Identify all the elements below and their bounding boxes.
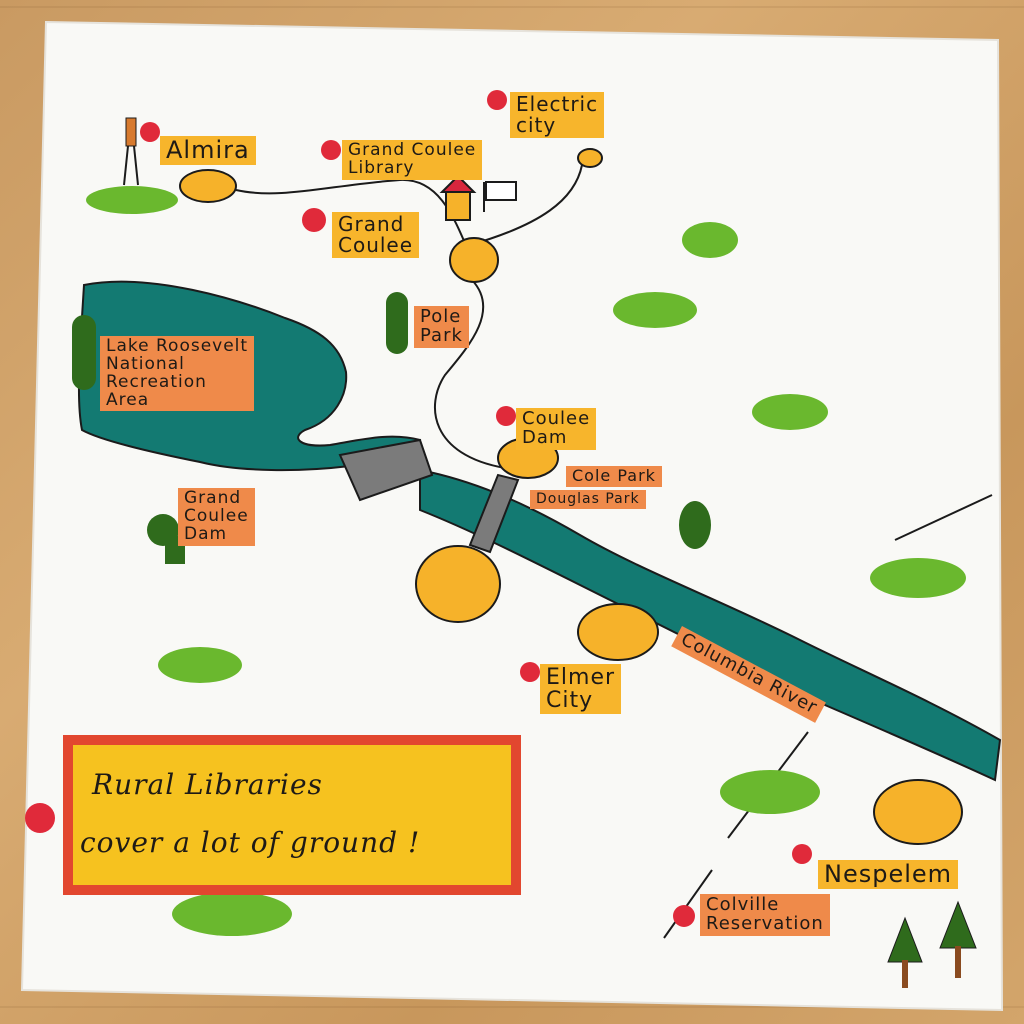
- grass-patch: [682, 222, 738, 258]
- library-building: [445, 189, 471, 221]
- location-marker: [496, 406, 516, 426]
- location-marker: [520, 662, 540, 682]
- wood-grain: [0, 6, 1024, 8]
- person-leg: [123, 145, 129, 186]
- flag: [485, 181, 517, 201]
- location-marker: [321, 140, 341, 160]
- boundary-line: [663, 869, 713, 939]
- label-almira: Almira: [160, 136, 256, 166]
- banner-line-2: cover a lot of ground !: [80, 826, 421, 859]
- tree: [72, 315, 96, 390]
- label-electric-city: Electric city: [510, 92, 605, 138]
- grass-patch: [870, 558, 966, 598]
- banner-box: [63, 735, 521, 895]
- tree: [679, 501, 711, 549]
- label-colville-reservation: Colville Reservation: [700, 894, 830, 936]
- town-elmer-city: [577, 603, 659, 661]
- dam-structure: [338, 438, 434, 502]
- columbia-river-water: [419, 468, 1002, 782]
- grass-patch: [172, 892, 292, 936]
- label-grand-coulee: Grand Coulee: [332, 212, 420, 258]
- banner-marker: [25, 803, 55, 833]
- grass-patch: [720, 770, 820, 814]
- person-figure: [125, 117, 137, 147]
- location-marker: [140, 122, 160, 142]
- grass-patch: [86, 186, 178, 214]
- road-electric-city: [469, 164, 583, 246]
- label-douglas-park: Douglas Park: [530, 490, 646, 509]
- bridge: [468, 473, 520, 554]
- boundary-line: [894, 494, 993, 541]
- road-coulee-dam: [433, 279, 506, 469]
- tree: [386, 292, 408, 354]
- pine-trunk: [955, 946, 961, 978]
- grass-patch: [752, 394, 828, 430]
- label-pole-park: Pole Park: [414, 306, 469, 348]
- road-almira: [235, 178, 471, 256]
- label-coulee-dam: Coulee Dam: [516, 408, 597, 450]
- town-almira: [179, 169, 237, 203]
- location-marker: [673, 905, 695, 927]
- location-marker: [792, 844, 812, 864]
- banner-line-1: Rural Libraries: [92, 768, 323, 801]
- label-grand-coulee-library: Grand Coulee Library: [342, 140, 483, 180]
- label-nespelem: Nespelem: [818, 860, 959, 890]
- pine-trunk: [902, 960, 908, 988]
- town-south: [415, 545, 501, 623]
- town-nespelem: [873, 779, 963, 845]
- grass-patch: [158, 647, 242, 683]
- town-grand-coulee: [449, 237, 499, 283]
- label-cole-park: Cole Park: [566, 466, 662, 487]
- location-marker: [302, 208, 326, 232]
- label-elmer-city: Elmer City: [540, 664, 622, 715]
- label-lake-roosevelt: Lake Roosevelt National Recreation Area: [100, 336, 255, 412]
- location-marker: [487, 90, 507, 110]
- grass-patch: [613, 292, 697, 328]
- wood-grain: [0, 1006, 1024, 1008]
- town-electric-city: [577, 148, 603, 168]
- label-grand-coulee-dam: Grand Coulee Dam: [178, 488, 255, 546]
- library-roof: [439, 174, 477, 193]
- person-leg: [133, 145, 139, 186]
